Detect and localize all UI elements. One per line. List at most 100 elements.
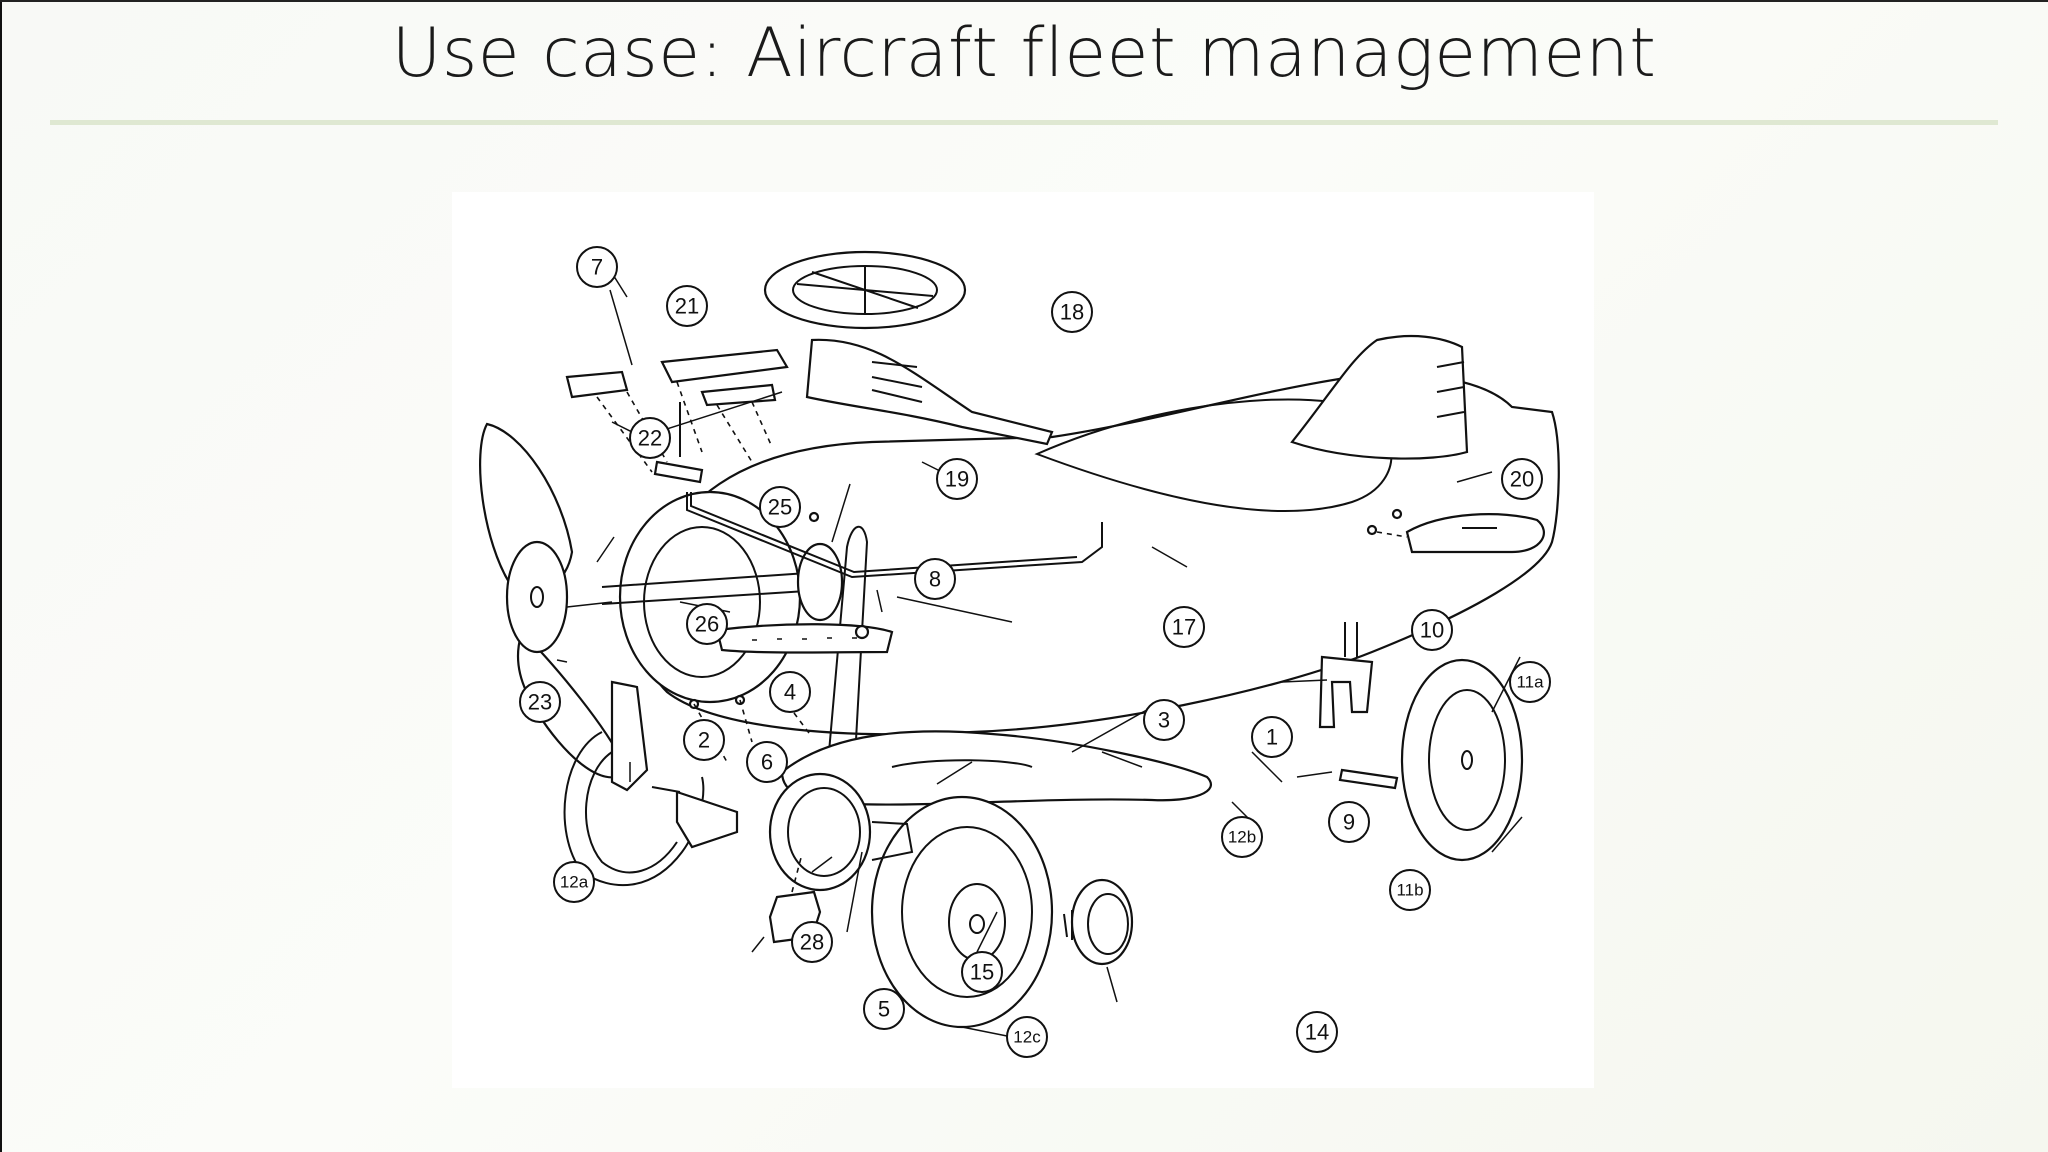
- callout-6: 6: [746, 741, 788, 783]
- svg-text:26: 26: [695, 612, 719, 637]
- callout-28: 28: [791, 921, 833, 963]
- main-wheel-hub: [969, 914, 985, 934]
- screw-dot: [808, 511, 820, 523]
- svg-text:12b: 12b: [1228, 828, 1256, 847]
- rear-wheel-hub: [1461, 750, 1473, 770]
- tail-stripe-2: [1436, 386, 1465, 393]
- propeller-blade-bottom: [516, 629, 629, 779]
- callout-17: 17: [1163, 606, 1205, 648]
- callout-10: 10: [1411, 609, 1453, 651]
- svg-text:9: 9: [1343, 810, 1355, 835]
- svg-text:21: 21: [675, 294, 699, 319]
- steering-spokes: [796, 266, 934, 314]
- title-divider: [50, 120, 1998, 125]
- svg-text:3: 3: [1158, 708, 1170, 733]
- rear-wheel-rim: [1428, 689, 1506, 831]
- svg-text:6: 6: [761, 750, 773, 775]
- rear-fork-post: [1344, 622, 1358, 657]
- callout-12a: 12a: [553, 861, 595, 903]
- svg-text:17: 17: [1172, 615, 1196, 640]
- callout-25: 25: [759, 486, 801, 528]
- screw-dot: [1366, 524, 1378, 536]
- rear-fork-10: [1318, 655, 1374, 729]
- svg-text:4: 4: [784, 680, 796, 705]
- prop-shaft: [601, 571, 823, 605]
- callout-21: 21: [666, 285, 708, 327]
- pulley-28: [768, 772, 872, 892]
- svg-text:15: 15: [970, 960, 994, 985]
- svg-text:14: 14: [1305, 1020, 1329, 1045]
- svg-text:10: 10: [1420, 618, 1444, 643]
- callout-22: 22: [629, 417, 671, 459]
- callout-20: 20: [1501, 458, 1543, 500]
- callout-1: 1: [1251, 716, 1293, 758]
- wing-slot: [891, 759, 1033, 768]
- hub-cap-inner: [1087, 893, 1129, 955]
- callout-12b: 12b: [1221, 816, 1263, 858]
- crank-arm: [871, 821, 914, 861]
- svg-text:22: 22: [638, 426, 662, 451]
- pedal-6-rod: [651, 786, 681, 793]
- callout-15: 15: [961, 951, 1003, 993]
- callout-9: 9: [1328, 801, 1370, 843]
- svg-text:20: 20: [1510, 467, 1534, 492]
- propeller-hole: [530, 586, 544, 608]
- screw-dot: [854, 624, 870, 640]
- callout-19: 19: [936, 458, 978, 500]
- callout-7: 7: [576, 246, 618, 288]
- callout-26: 26: [686, 603, 728, 645]
- side-trim-17: [686, 492, 1103, 579]
- callout-14: 14: [1296, 1011, 1338, 1053]
- pulley-28-inner: [787, 787, 861, 877]
- svg-text:12c: 12c: [1013, 1028, 1041, 1047]
- pedal-plane-drawing: 7 18 21 22 19 25 8 17 20 26 10 11a 23 4 …: [479, 246, 1560, 1058]
- axle-pin-9: [1338, 768, 1399, 790]
- callout-11a: 11a: [1509, 661, 1551, 703]
- main-wheel-12c-rim: [901, 826, 1033, 998]
- callout-8: 8: [914, 558, 956, 600]
- callout-2: 2: [683, 719, 725, 761]
- svg-text:8: 8: [929, 567, 941, 592]
- canopy-22a: [565, 370, 629, 399]
- pulley-25: [796, 542, 844, 622]
- callout-12c: 12c: [1006, 1016, 1048, 1058]
- svg-text:23: 23: [528, 690, 552, 715]
- exhaust-ports: [752, 637, 857, 641]
- callout-11b: 11b: [1389, 869, 1431, 911]
- front-wheel-12a-inner: [585, 751, 678, 874]
- callout-18: 18: [1051, 291, 1093, 333]
- svg-text:19: 19: [945, 467, 969, 492]
- svg-text:1: 1: [1266, 725, 1278, 750]
- exploded-parts-diagram: 7 18 21 22 19 25 8 17 20 26 10 11a 23 4 …: [452, 192, 1594, 1088]
- steering-column: [805, 338, 1054, 446]
- slide-top-border: [0, 0, 2048, 2]
- svg-text:11b: 11b: [1396, 881, 1423, 900]
- propeller-hub: [505, 540, 569, 654]
- pedal-6: [675, 790, 739, 849]
- canopy-22b: [700, 383, 777, 407]
- callout-3: 3: [1143, 699, 1185, 741]
- callout-4: 4: [769, 671, 811, 713]
- svg-text:7: 7: [591, 255, 603, 280]
- svg-text:5: 5: [878, 997, 890, 1022]
- stabilizer-20: [1405, 513, 1545, 554]
- svg-text:11a: 11a: [1516, 673, 1544, 692]
- main-wheel-12c: [870, 795, 1054, 1029]
- svg-text:28: 28: [800, 930, 824, 955]
- cotter-pin: [1063, 910, 1073, 940]
- tail-stripe-1: [1436, 361, 1465, 368]
- slide-left-border: [0, 0, 2, 1152]
- svg-text:12a: 12a: [560, 873, 589, 892]
- svg-text:2: 2: [698, 728, 710, 753]
- pedal-5-guides: [791, 853, 803, 893]
- column-slots: [871, 361, 923, 403]
- callout-23: 23: [519, 681, 561, 723]
- callout-5: 5: [863, 988, 905, 1030]
- tail-stripe-3: [1436, 411, 1465, 418]
- nose-support-2: [610, 680, 649, 792]
- tail-fin: [1290, 334, 1469, 460]
- svg-text:18: 18: [1060, 300, 1084, 325]
- bracket-19: [653, 460, 704, 484]
- canopy-21: [660, 348, 789, 384]
- hub-cap-14: [1070, 878, 1134, 966]
